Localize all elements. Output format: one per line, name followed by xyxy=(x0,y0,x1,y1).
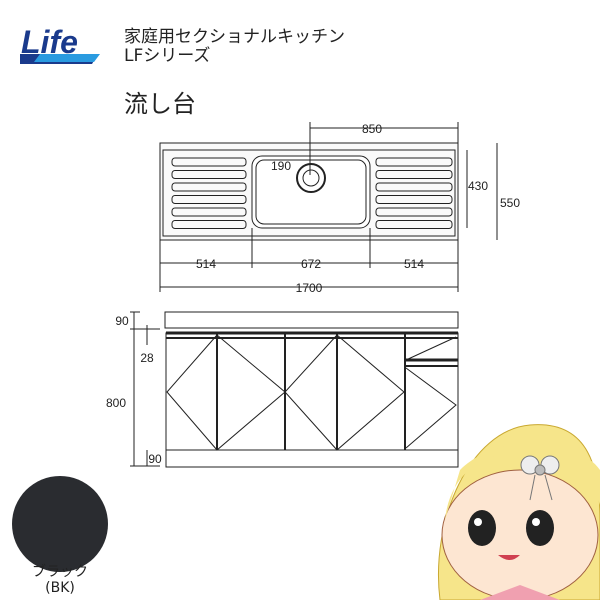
drainboard-rib xyxy=(171,195,247,204)
mascot-illustration xyxy=(438,424,600,600)
series-title: 家庭用セクショナルキッチン xyxy=(124,27,345,47)
drainboard-rib xyxy=(375,220,453,229)
plan-view xyxy=(159,122,498,292)
series-name: LFシリーズ xyxy=(124,46,211,66)
dim-550: 550 xyxy=(500,196,520,210)
drainboard-rib xyxy=(171,157,247,167)
dim-514-left: 514 xyxy=(196,257,216,271)
dim-800: 800 xyxy=(106,396,126,410)
svg-text:Life: Life xyxy=(21,24,78,60)
product-name: 流し台 xyxy=(124,90,196,118)
life-logo: Life xyxy=(20,24,100,64)
drainboard-rib xyxy=(375,170,453,179)
drainboard-rib xyxy=(171,207,247,217)
drainboard-rib xyxy=(375,195,453,204)
color-swatch xyxy=(12,476,108,572)
color-label: ブラック (BK) xyxy=(28,564,92,596)
dim-850: 850 xyxy=(362,122,382,136)
dim-1700: 1700 xyxy=(296,281,323,295)
color-name: ブラック xyxy=(32,564,88,580)
dim-28: 28 xyxy=(140,351,154,365)
dim-90-plinth: 90 xyxy=(148,452,162,466)
drainboard-rib xyxy=(171,220,247,229)
dim-190: 190 xyxy=(271,159,291,173)
drainboard-rib xyxy=(171,170,247,179)
drainboard-rib xyxy=(375,157,453,167)
dim-430: 430 xyxy=(468,179,488,193)
color-code: (BK) xyxy=(45,580,75,596)
drainboard-rib xyxy=(375,182,453,192)
dim-90-top: 90 xyxy=(115,314,129,328)
drainboard-rib xyxy=(375,207,453,217)
front-view xyxy=(130,311,459,468)
drainboard-rib xyxy=(171,182,247,192)
dim-672: 672 xyxy=(301,257,321,271)
dim-514-right: 514 xyxy=(404,257,424,271)
